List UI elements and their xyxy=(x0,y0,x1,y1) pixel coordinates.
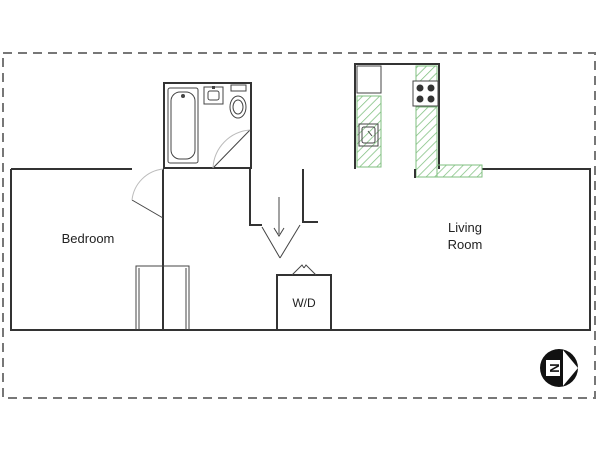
outer-walls xyxy=(10,168,591,331)
bathtub-icon xyxy=(167,87,199,164)
compass-letter: N xyxy=(547,363,562,372)
living-room-label-line1: Living xyxy=(448,220,482,235)
toilet-icon xyxy=(229,84,247,119)
property-boundary xyxy=(2,52,596,399)
refrigerator-icon xyxy=(356,65,382,94)
bathroom-door[interactable] xyxy=(212,129,251,169)
laundry-label: W/D xyxy=(292,296,316,310)
bedroom-closet xyxy=(135,265,190,330)
laundry-closet xyxy=(276,264,332,330)
bathroom xyxy=(163,82,252,169)
north-arrow-icon: N xyxy=(540,349,578,387)
sink-icon xyxy=(203,86,224,105)
bedroom-label: Bedroom xyxy=(62,231,115,246)
bedroom-door[interactable] xyxy=(131,168,164,219)
living-room-label-line2: Room xyxy=(448,237,483,252)
kitchen-sink-icon xyxy=(358,123,379,147)
kitchen xyxy=(354,63,483,178)
entry-door[interactable] xyxy=(261,197,301,259)
stove-icon xyxy=(412,80,439,107)
